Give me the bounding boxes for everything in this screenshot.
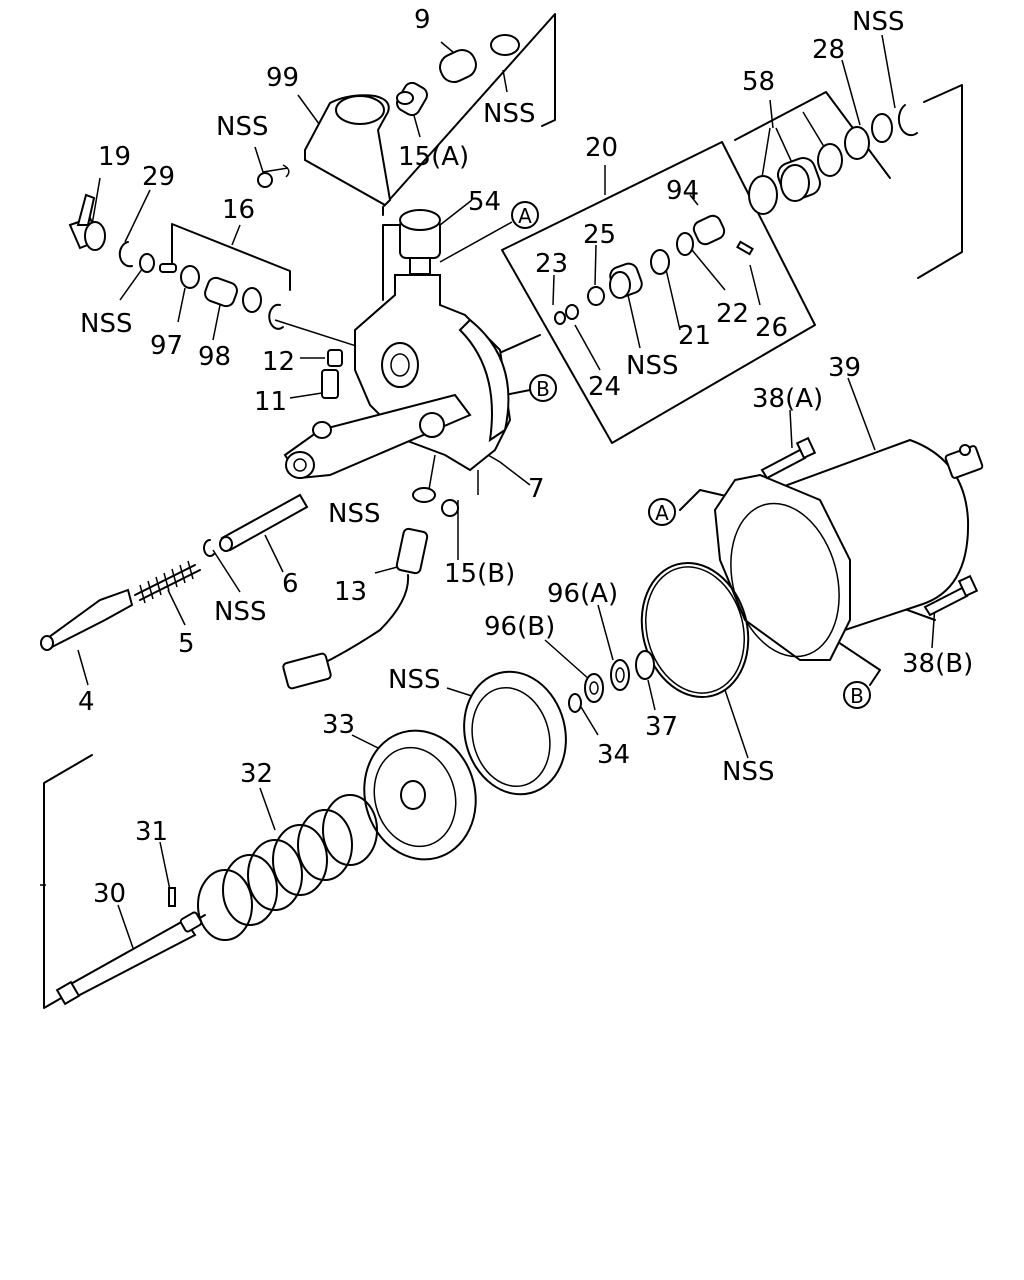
part-15a-bushing bbox=[396, 81, 428, 117]
part-nss-clip-left bbox=[203, 539, 215, 557]
label-38b: 38(B) bbox=[902, 649, 973, 679]
label-nss-ring: NSS bbox=[722, 757, 774, 787]
part-12-11-bleeder bbox=[321, 349, 343, 399]
svg-text:B: B bbox=[850, 684, 864, 708]
ref-a-bottom: A bbox=[648, 498, 676, 526]
part-nss-oring-large bbox=[640, 561, 750, 699]
ref-a-top: A bbox=[511, 201, 539, 229]
part-labels: 9 NSS 99 15(A) NSS 19 29 16 NSS 97 98 54… bbox=[78, 5, 973, 909]
label-9: 9 bbox=[414, 5, 431, 35]
label-nss-20: NSS bbox=[626, 351, 678, 381]
part-99-bracket bbox=[304, 94, 392, 207]
label-nss-33: NSS bbox=[388, 665, 440, 695]
label-21: 21 bbox=[678, 321, 711, 351]
ref-b-top: B bbox=[529, 374, 557, 402]
label-24: 24 bbox=[588, 372, 621, 402]
part-54-cap bbox=[399, 209, 441, 275]
part-5-spring bbox=[134, 560, 201, 604]
label-nss-left: NSS bbox=[80, 309, 132, 339]
label-23: 23 bbox=[535, 249, 568, 279]
label-4: 4 bbox=[78, 687, 95, 717]
label-16: 16 bbox=[222, 195, 255, 225]
label-12: 12 bbox=[262, 347, 295, 377]
label-38a: 38(A) bbox=[752, 384, 823, 414]
label-15a: 15(A) bbox=[398, 142, 469, 172]
label-33: 33 bbox=[322, 710, 355, 740]
label-nss-99: NSS bbox=[216, 112, 268, 142]
label-58: 58 bbox=[742, 67, 775, 97]
part-96-37-34-washers bbox=[568, 650, 655, 713]
part-33-piston-plate bbox=[363, 729, 477, 861]
part-nss-diaphragm bbox=[463, 670, 567, 796]
label-13: 13 bbox=[334, 577, 367, 607]
label-99: 99 bbox=[266, 63, 299, 93]
part-32-main-spring bbox=[197, 794, 378, 941]
part-38-bolts bbox=[760, 436, 979, 617]
part-9-pin bbox=[439, 48, 477, 84]
label-37: 37 bbox=[645, 712, 678, 742]
ref-b-bottom: B bbox=[843, 681, 871, 709]
svg-text:B: B bbox=[536, 377, 550, 401]
label-5: 5 bbox=[178, 629, 195, 659]
part-30-31-rod-and-pin bbox=[55, 887, 203, 1006]
label-11: 11 bbox=[254, 387, 287, 417]
label-26: 26 bbox=[755, 313, 788, 343]
label-22: 22 bbox=[716, 299, 749, 329]
label-7: 7 bbox=[528, 474, 545, 504]
label-96b: 96(B) bbox=[484, 612, 555, 642]
part-4-pushrod bbox=[40, 588, 134, 651]
part-16-check-valve bbox=[139, 253, 284, 330]
label-nss-top: NSS bbox=[483, 99, 535, 129]
part-7-15b-nss-small bbox=[412, 487, 459, 517]
label-29: 29 bbox=[142, 162, 175, 192]
part-13-sensor bbox=[282, 527, 429, 690]
label-nss-6: NSS bbox=[214, 597, 266, 627]
label-31: 31 bbox=[135, 817, 168, 847]
label-25: 25 bbox=[583, 220, 616, 250]
label-19: 19 bbox=[98, 142, 131, 172]
part-main-housing bbox=[283, 274, 512, 480]
label-98: 98 bbox=[198, 342, 231, 372]
label-30: 30 bbox=[93, 879, 126, 909]
label-34: 34 bbox=[597, 740, 630, 770]
label-nss-mid: NSS bbox=[328, 499, 380, 529]
label-nss-tr: NSS bbox=[852, 7, 904, 37]
label-32: 32 bbox=[240, 759, 273, 789]
part-6-rod bbox=[219, 493, 309, 552]
part-19-fitting bbox=[68, 193, 106, 251]
part-clip-nss-top bbox=[490, 34, 520, 56]
svg-text:A: A bbox=[518, 204, 532, 228]
label-39: 39 bbox=[828, 353, 861, 383]
label-6: 6 bbox=[282, 569, 299, 599]
label-20: 20 bbox=[585, 133, 618, 163]
part-nss-nut bbox=[257, 164, 290, 188]
part-20-valve-kit bbox=[554, 214, 754, 325]
svg-text:A: A bbox=[655, 501, 669, 525]
part-29-snapring bbox=[118, 241, 133, 268]
label-94: 94 bbox=[666, 176, 699, 206]
part-39-booster-shell bbox=[713, 438, 984, 661]
label-15b: 15(B) bbox=[444, 559, 515, 589]
label-28: 28 bbox=[812, 35, 845, 65]
part-58-seal-kit bbox=[748, 104, 918, 215]
label-54: 54 bbox=[468, 187, 501, 217]
label-96a: 96(A) bbox=[547, 579, 618, 609]
label-97: 97 bbox=[150, 331, 183, 361]
